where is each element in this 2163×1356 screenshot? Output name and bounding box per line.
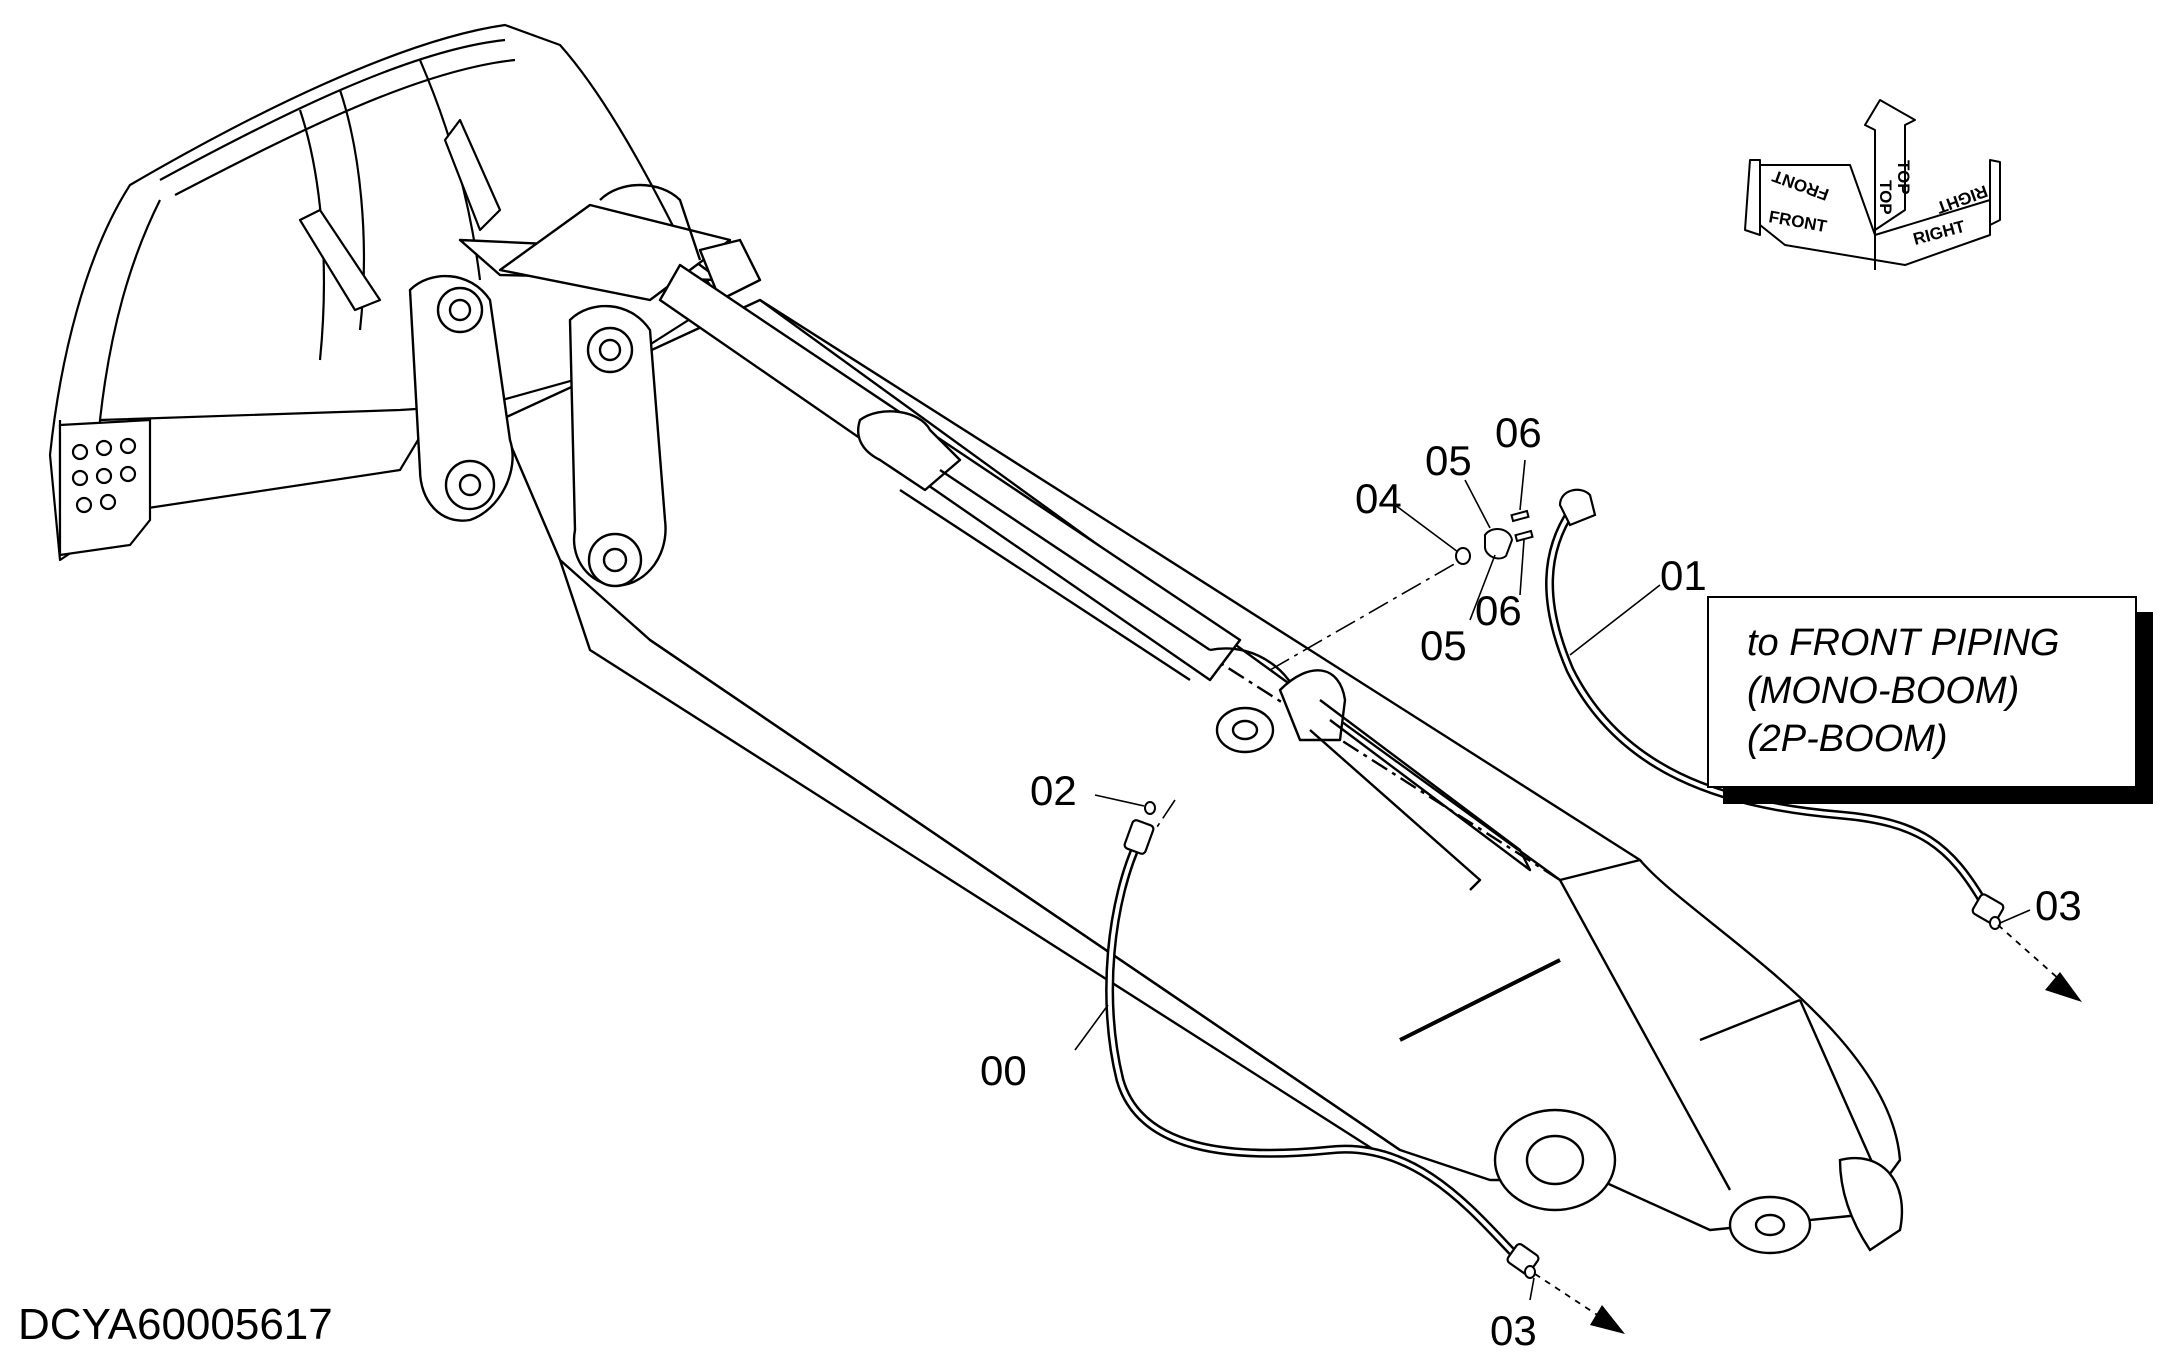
hose-01-inner [1547, 508, 1987, 907]
callout-03-right: 03 [2035, 882, 2082, 929]
link-assembly [408, 183, 762, 588]
front-piping-note: to FRONT PIPING (MONO-BOOM) (2P-BOOM) [1707, 596, 2137, 788]
bucket-tooth-adapter [58, 418, 152, 557]
o-ring-02 [1144, 801, 1156, 815]
o-ring-03a [1524, 1265, 1536, 1279]
note-line-2: (MONO-BOOM) [1747, 670, 2020, 712]
arrow-heads [1590, 972, 2082, 1334]
small-parts [1144, 509, 2001, 1279]
o-ring-03b [1989, 916, 2001, 930]
bolt-06a [1510, 509, 1530, 523]
leader-lines [1074, 459, 2031, 1301]
note-line-1: to FRONT PIPING [1747, 622, 2060, 664]
figure-id: DCYA60005617 [18, 1300, 333, 1349]
callout-01: 01 [1660, 552, 1707, 599]
bucket-cylinder [658, 263, 1532, 891]
arm [498, 298, 1902, 1232]
hose-00-inner [1107, 836, 1522, 1262]
orientation-top-label: TOP [1876, 180, 1895, 215]
orientation-top-label-2: TOP [1894, 160, 1913, 195]
o-ring-04 [1455, 547, 1471, 565]
callout-05-lower: 05 [1420, 622, 1467, 669]
callout-02: 02 [1030, 767, 1077, 814]
bolt-06b [1514, 529, 1534, 543]
callout-05-upper: 05 [1425, 437, 1472, 484]
callout-06-upper: 06 [1495, 409, 1542, 456]
orientation-icon [1744, 99, 2001, 270]
arm-foot-boss [1493, 1108, 1904, 1255]
direction-arrows [1534, 924, 2061, 1321]
callout-03-bottom: 03 [1490, 1307, 1537, 1354]
center-lines [1154, 554, 1471, 831]
callout-06-lower: 06 [1475, 587, 1522, 634]
callout-00: 00 [980, 1047, 1027, 1094]
flange-05 [1484, 528, 1514, 560]
callout-04: 04 [1355, 475, 1402, 522]
note-line-3: (2P-BOOM) [1747, 718, 1948, 760]
